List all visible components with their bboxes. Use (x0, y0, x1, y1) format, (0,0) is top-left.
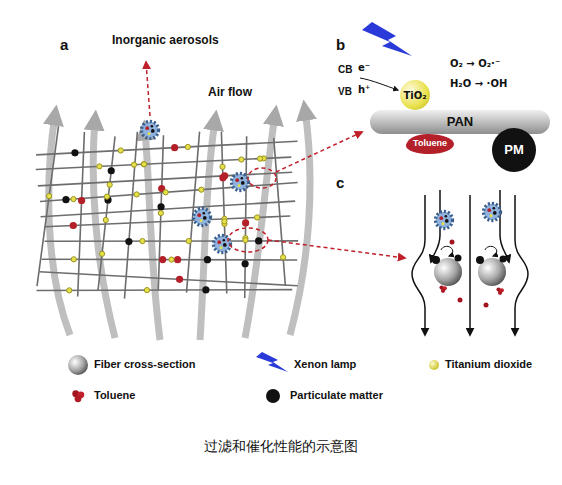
particle-dot (134, 192, 139, 197)
band-label: VB (336, 86, 354, 98)
particle-dot (174, 256, 181, 263)
particle-dot (108, 167, 115, 174)
particle-dot (157, 203, 164, 210)
panel-letter: c (334, 174, 346, 191)
particle-dot (103, 217, 108, 222)
particle-dot (255, 237, 262, 244)
particle-dot (78, 197, 85, 204)
pm-particle: PM (492, 128, 536, 172)
particle-dot (71, 257, 76, 262)
particle-dot (163, 190, 168, 195)
particle-dot (202, 286, 209, 293)
panel-letter: a (58, 36, 70, 53)
figure-caption: 过滤和催化性能的示意图 (204, 438, 358, 454)
particle-dot (169, 257, 174, 262)
node-text: TiO₂ (403, 90, 426, 101)
particle-dot (118, 148, 123, 153)
node-text: PAN (447, 115, 473, 129)
particle-dot (186, 238, 191, 243)
toluene-blob: Toluene (406, 134, 454, 154)
fiber-line (274, 138, 286, 286)
particle-dot (222, 219, 227, 224)
particle-dot (104, 194, 109, 199)
tio2-particle: TiO₂ (400, 80, 430, 110)
particle-dot (67, 288, 72, 293)
reaction-label: O₂ → O₂·⁻ (448, 58, 502, 70)
reaction-label: H₂O → ·OH (448, 78, 509, 90)
particle-dot (199, 187, 204, 192)
particle-dot (62, 196, 69, 203)
fiber-line (36, 157, 291, 169)
particle-dot (70, 222, 77, 229)
particle-dot (97, 164, 102, 169)
fiber-line (98, 136, 115, 290)
aerosol-label: Inorganic aerosols (110, 34, 221, 48)
particle-dot (131, 162, 136, 167)
fiber-line (221, 132, 226, 294)
panel-letter: b (334, 36, 347, 53)
particle-dot (107, 182, 112, 187)
node-text: PM (504, 143, 524, 157)
particle-dot (71, 149, 78, 156)
particle-dot (185, 144, 190, 149)
particle-dot (71, 197, 76, 202)
legend-text: Xenon lamp (294, 358, 356, 371)
fiber-line (38, 172, 292, 186)
flow-label: Air flow (206, 86, 254, 100)
particle-dot (144, 287, 149, 292)
particle-dot (220, 164, 225, 169)
particle-dot (242, 219, 249, 226)
particle-dot (47, 194, 52, 199)
particle-dot (204, 256, 211, 263)
particle-dot (99, 251, 104, 256)
legend-text: Particulate matter (290, 389, 383, 402)
legend-text: Fiber cross-section (94, 358, 195, 371)
particle-dot (125, 238, 132, 245)
node-text: Toluene (413, 139, 447, 149)
fiber-line (37, 289, 293, 291)
particle-dot (141, 162, 146, 167)
particle-dot (281, 255, 286, 260)
legend-text: Toluene (94, 389, 135, 402)
band-label: CB (336, 64, 354, 76)
fiber-line (158, 135, 163, 290)
charge-label: e⁻ (356, 62, 372, 74)
particle-dot (141, 162, 146, 167)
charge-label: h⁺ (356, 84, 372, 96)
particle-dot (255, 215, 260, 220)
fiber-line (37, 126, 59, 286)
fiber-line (78, 132, 85, 296)
particle-dot (257, 156, 262, 161)
fiber-line (124, 132, 137, 299)
legend-text: Titanium dioxide (445, 358, 532, 371)
particle-dot (243, 238, 248, 243)
particle-dot (239, 157, 244, 162)
fiber-line (245, 136, 247, 298)
particle-dot (140, 238, 145, 243)
particle-dot (171, 144, 178, 151)
particle-dot (159, 256, 166, 263)
particle-dot (219, 174, 226, 181)
particle-dot (158, 210, 163, 215)
particle-dot (242, 260, 249, 267)
particle-dot (176, 276, 183, 283)
